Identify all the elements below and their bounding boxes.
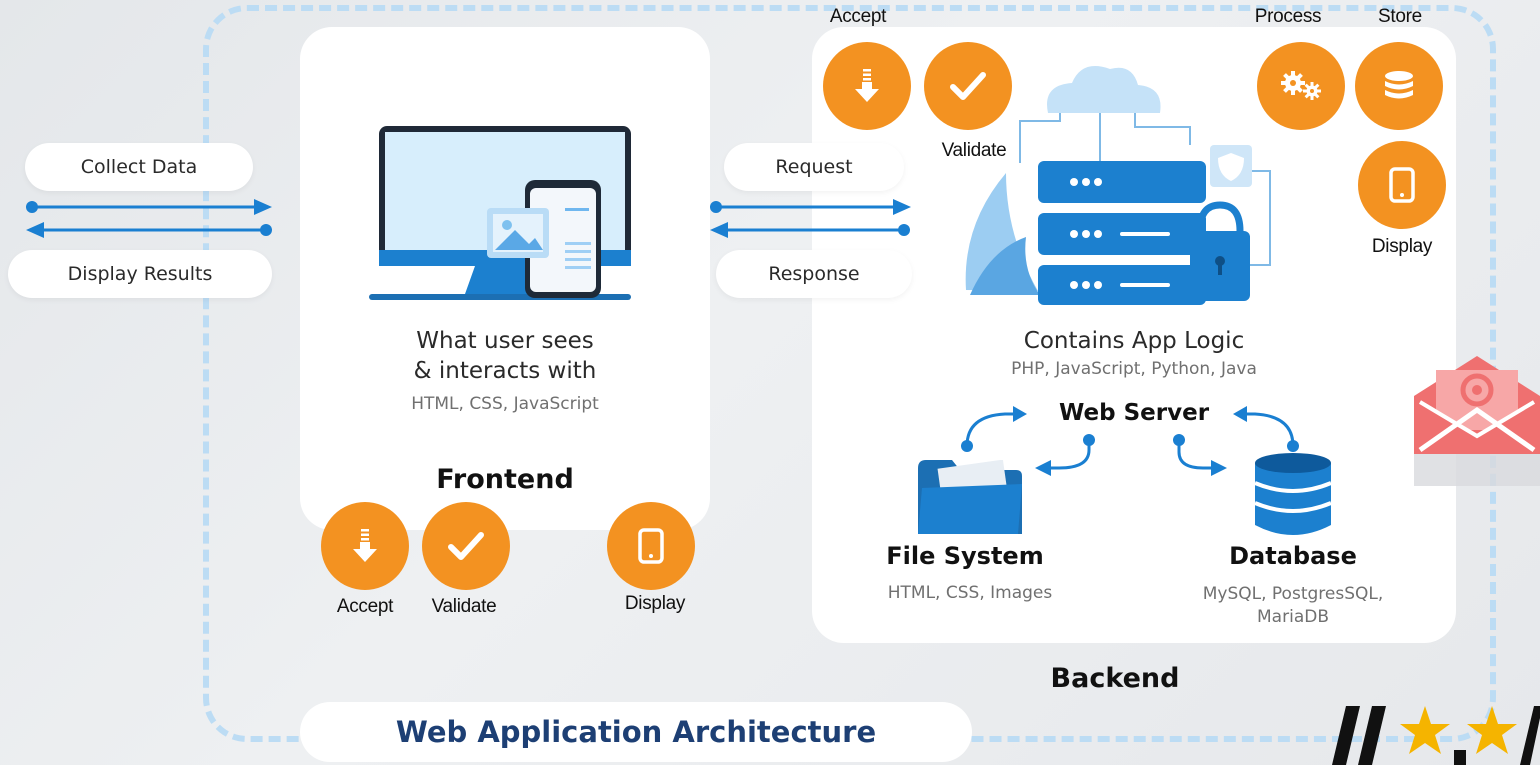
response-pill: Response xyxy=(716,250,912,298)
database-cylinder-icon xyxy=(1254,453,1332,535)
download-arrow-icon xyxy=(855,69,879,102)
server-stack-icon xyxy=(965,66,1271,305)
diagram-title: Web Application Architecture xyxy=(395,715,877,749)
database-icon xyxy=(1385,71,1413,99)
frontend-display-circle xyxy=(607,502,695,590)
file-system-desc: HTML, CSS, Images xyxy=(887,583,1053,603)
request-response-arrows xyxy=(710,199,911,238)
brand-logo-icon xyxy=(1332,706,1540,765)
frontend-validate-circle xyxy=(422,502,510,590)
backend-store-circle xyxy=(1355,42,1443,130)
download-arrow-icon xyxy=(353,529,377,562)
database-desc-line1: MySQL, PostgresSQL, xyxy=(1202,584,1384,604)
monitor-phone-icon xyxy=(369,126,631,300)
backend-display-label: Display xyxy=(1371,236,1433,257)
tablet-icon xyxy=(1389,167,1415,203)
database-desc: MySQL, PostgresSQL, MariaDB xyxy=(1140,583,1446,629)
backend-validate-label: Validate xyxy=(941,140,1007,161)
backend-process-label: Process xyxy=(1254,6,1322,27)
frontend-accept-label: Accept xyxy=(336,596,394,617)
display-results-pill: Display Results xyxy=(8,250,272,298)
response-label: Response xyxy=(768,263,860,285)
diagram-title-pill: Web Application Architecture xyxy=(300,702,972,762)
backend-store-label: Store xyxy=(1378,6,1422,27)
backend-languages: PHP, JavaScript, Python, Java xyxy=(1011,359,1257,379)
frontend-accept-circle xyxy=(321,502,409,590)
backend-display-circle xyxy=(1358,141,1446,229)
backend-card xyxy=(812,27,1456,643)
collect-data-label: Collect Data xyxy=(80,156,198,178)
tablet-icon xyxy=(638,528,664,564)
backend-validate-circle xyxy=(924,42,1012,130)
client-frontend-arrows xyxy=(26,199,272,238)
checkmark-icon xyxy=(448,532,484,560)
database-desc-line2: MariaDB xyxy=(1257,607,1329,627)
web-server-connectors xyxy=(961,406,1299,476)
frontend-description: What user sees & interacts with xyxy=(300,326,710,386)
database-title: Database xyxy=(1229,542,1357,570)
backend-process-circle xyxy=(1257,42,1345,130)
request-pill: Request xyxy=(724,143,904,191)
mail-icon xyxy=(1414,356,1540,486)
frontend-desc-line2: & interacts with xyxy=(413,358,597,384)
frontend-heading: Frontend xyxy=(436,464,574,495)
folder-icon xyxy=(918,460,1022,534)
web-server-title: Web Server xyxy=(1058,400,1210,426)
frontend-display-label: Display xyxy=(624,593,686,614)
frontend-validate-label: Validate xyxy=(431,596,497,617)
backend-accept-label: Accept xyxy=(829,6,887,27)
backend-heading: Backend xyxy=(1050,663,1180,694)
gears-icon xyxy=(1281,71,1321,100)
checkmark-icon xyxy=(950,72,986,100)
backend-logic-title: Contains App Logic xyxy=(1023,328,1245,354)
file-system-title: File System xyxy=(886,542,1044,570)
request-label: Request xyxy=(775,156,853,178)
frontend-tech: HTML, CSS, JavaScript xyxy=(411,394,599,414)
collect-data-pill: Collect Data xyxy=(25,143,253,191)
display-results-label: Display Results xyxy=(67,263,213,285)
frontend-desc-line1: What user sees xyxy=(416,328,594,354)
backend-accept-circle xyxy=(823,42,911,130)
